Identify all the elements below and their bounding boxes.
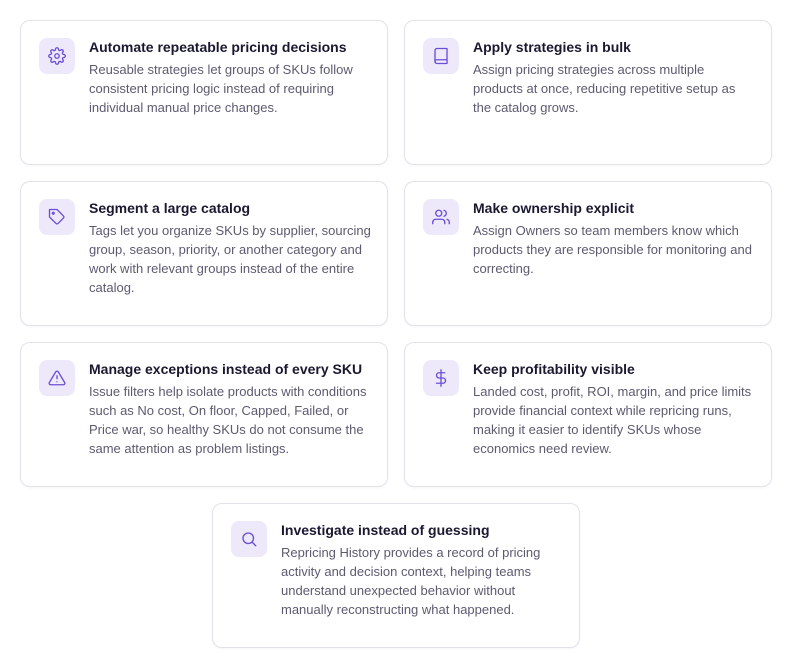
card-description: Assign Owners so team members know which… bbox=[473, 223, 752, 276]
warning-triangle-icon bbox=[39, 360, 75, 396]
card-description: Reusable strategies let groups of SKUs f… bbox=[89, 62, 353, 115]
card-ownership: Make ownership explicit Assign Owners so… bbox=[404, 181, 772, 326]
tag-icon bbox=[39, 199, 75, 235]
card-title: Make ownership explicit bbox=[473, 200, 635, 216]
card-title: Investigate instead of guessing bbox=[281, 522, 490, 538]
book-icon bbox=[423, 38, 459, 74]
card-manage-exceptions: Manage exceptions instead of every SKU I… bbox=[20, 342, 388, 487]
dollar-icon bbox=[423, 360, 459, 396]
search-icon bbox=[231, 521, 267, 557]
gear-icon bbox=[39, 38, 75, 74]
card-description: Assign pricing strategies across multipl… bbox=[473, 62, 736, 115]
card-automate-pricing: Automate repeatable pricing decisions Re… bbox=[20, 20, 388, 165]
card-title: Manage exceptions instead of every SKU bbox=[89, 361, 363, 377]
card-title: Keep profitability visible bbox=[473, 361, 635, 377]
card-description: Issue filters help isolate products with… bbox=[89, 384, 367, 456]
card-bulk-strategies: Apply strategies in bulk Assign pricing … bbox=[404, 20, 772, 165]
card-investigate: Investigate instead of guessing Repricin… bbox=[212, 503, 580, 648]
card-description: Tags let you organize SKUs by supplier, … bbox=[89, 223, 371, 295]
users-icon bbox=[423, 199, 459, 235]
card-profitability: Keep profitability visible Landed cost, … bbox=[404, 342, 772, 487]
card-title: Apply strategies in bulk bbox=[473, 39, 631, 55]
card-title: Automate repeatable pricing decisions bbox=[89, 39, 347, 55]
card-title: Segment a large catalog bbox=[89, 200, 251, 216]
card-description: Repricing History provides a record of p… bbox=[281, 545, 541, 617]
card-description: Landed cost, profit, ROI, margin, and pr… bbox=[473, 384, 752, 456]
card-segment-catalog: Segment a large catalog Tags let you org… bbox=[20, 181, 388, 326]
